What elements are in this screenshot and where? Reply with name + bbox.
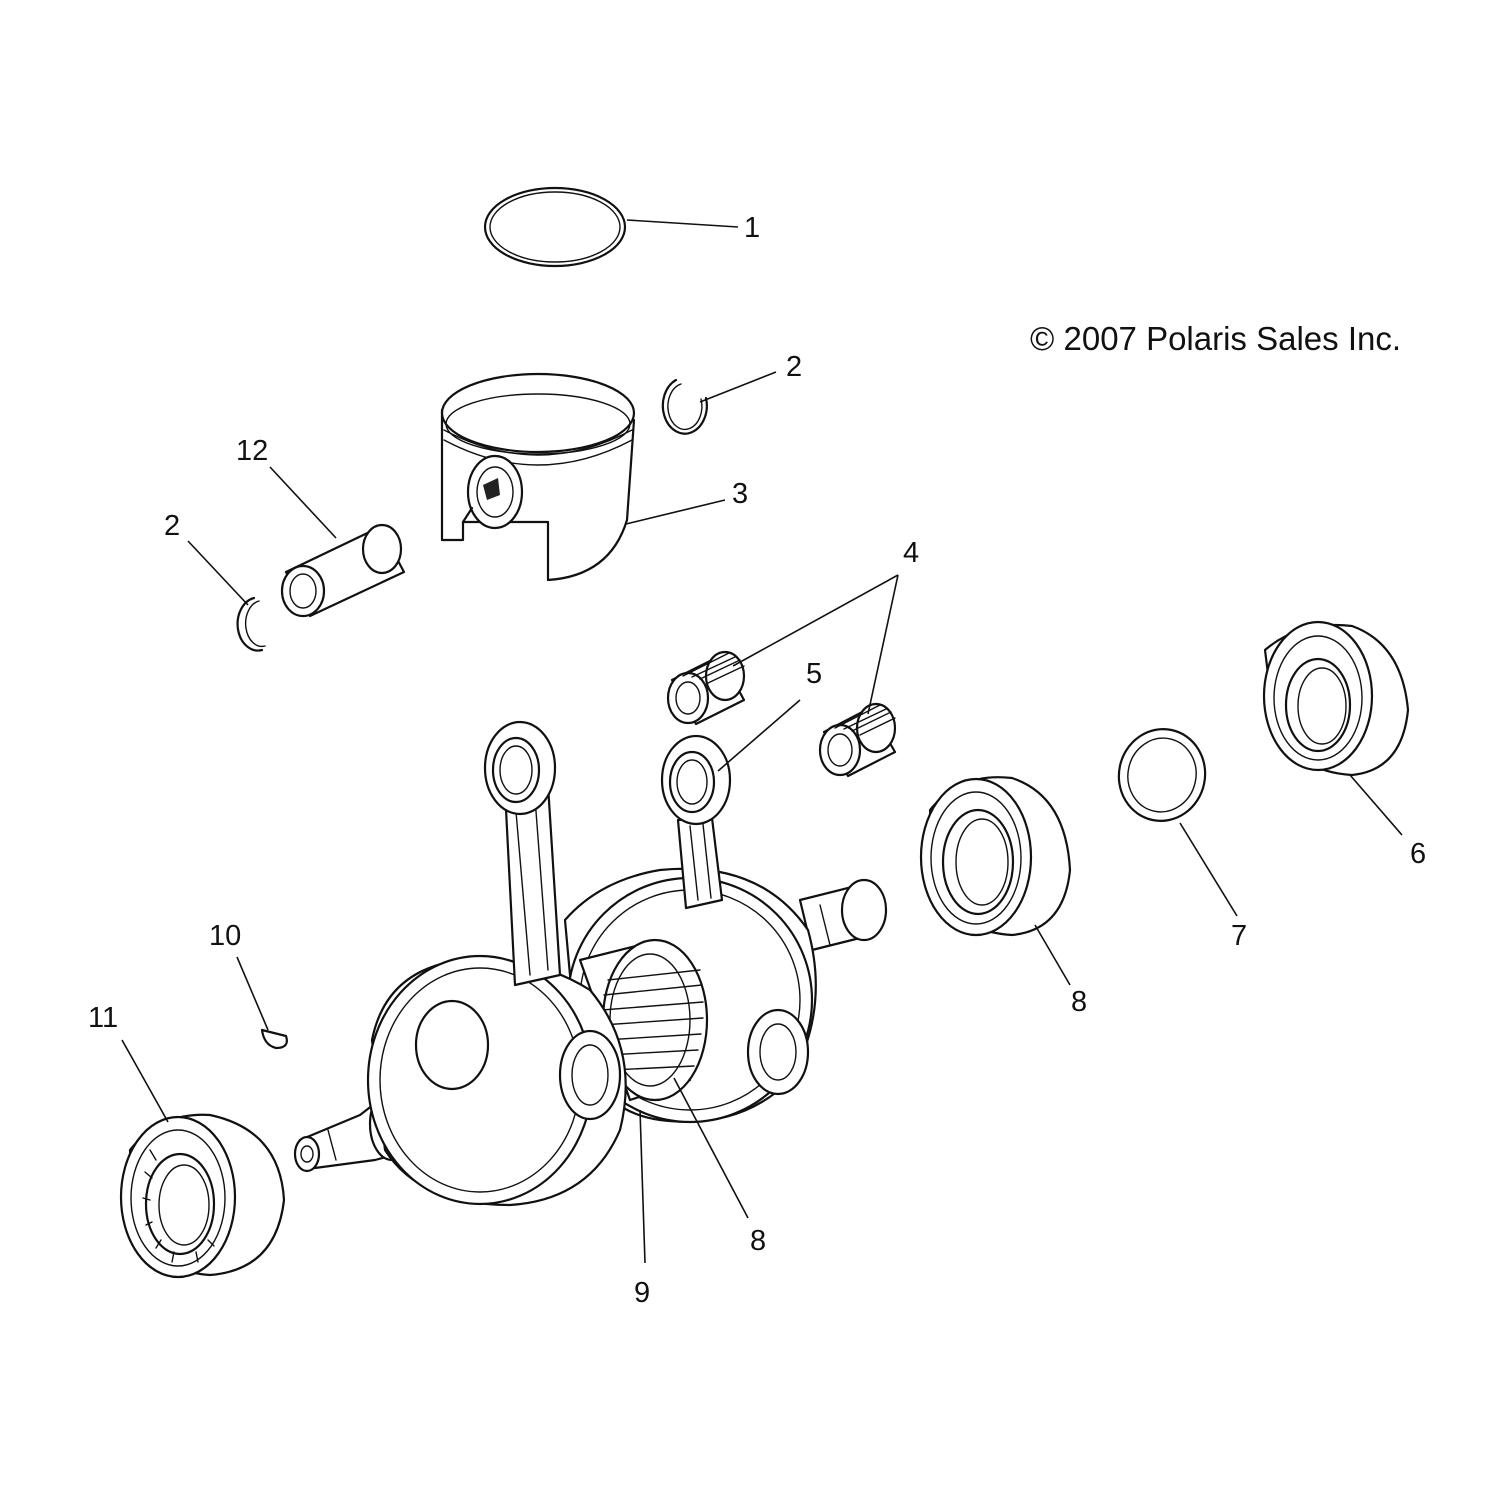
callout-8-center: 8 — [750, 1225, 766, 1257]
callout-11: 11 — [88, 1002, 118, 1034]
washer-part-7 — [1117, 728, 1207, 822]
piston-ring-part-1 — [483, 186, 627, 268]
callout-5: 5 — [806, 658, 822, 690]
circlip-part-2-upper — [661, 378, 708, 435]
callout-4: 4 — [903, 537, 919, 569]
needle-bearing-part-4-left — [666, 650, 746, 726]
pto-bearing-part-11 — [119, 1113, 286, 1279]
callout-8-right: 8 — [1071, 986, 1087, 1018]
leader-lines — [121, 219, 1403, 1264]
callout-3: 3 — [732, 478, 748, 510]
circlip-part-2-left — [236, 596, 266, 652]
callout-1: 1 — [744, 212, 760, 244]
callout-7: 7 — [1231, 920, 1247, 952]
woodruff-key-part-10 — [260, 1028, 288, 1050]
crankshaft-assembly — [293, 720, 888, 1207]
bearing-seal-part-6 — [1262, 620, 1410, 777]
callout-10: 10 — [209, 920, 241, 952]
callout-9: 9 — [634, 1277, 650, 1309]
needle-bearing-part-4-right — [818, 702, 897, 778]
piston-pin-part-12 — [280, 523, 406, 618]
callout-2-left: 2 — [164, 510, 180, 542]
callout-6: 6 — [1410, 838, 1426, 870]
callout-2-upper: 2 — [786, 351, 802, 383]
callout-labels: 1 2 3 12 2 4 5 6 7 8 8 9 10 11 — [88, 212, 1426, 1309]
main-bearing-part-8-right — [919, 776, 1072, 937]
callout-12: 12 — [236, 435, 268, 467]
copyright-notice: © 2007 Polaris Sales Inc. — [1030, 320, 1401, 357]
piston-part-3 — [440, 372, 636, 582]
